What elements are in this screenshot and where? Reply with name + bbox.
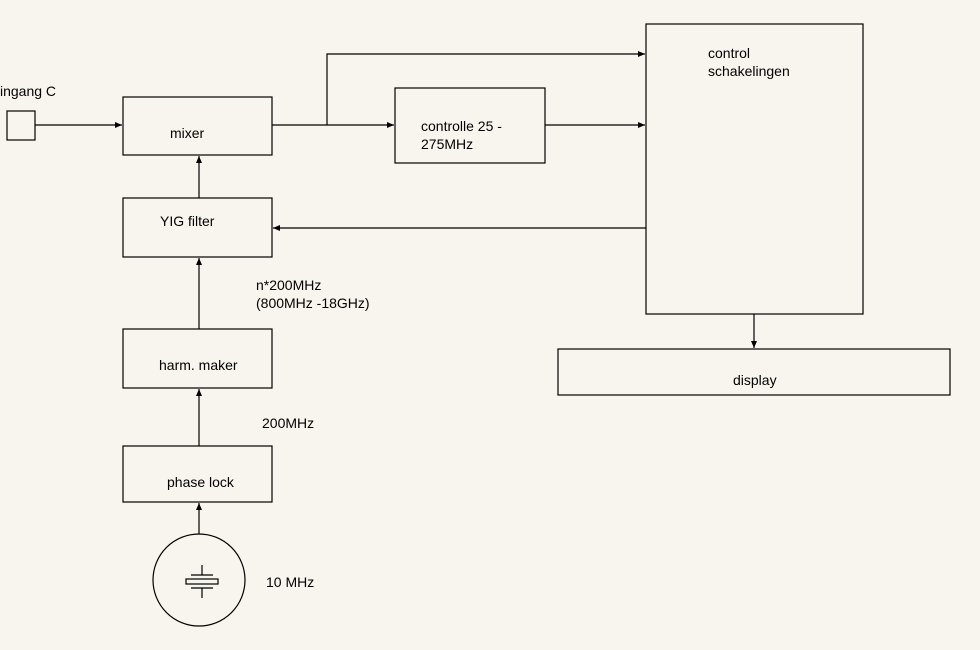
display-box xyxy=(557,348,951,396)
input-label: ingang C xyxy=(0,83,57,99)
crystal-icon xyxy=(185,565,219,598)
control-label-line2: schakelingen xyxy=(708,63,790,79)
phase-lock-label: phase lock xyxy=(167,474,234,490)
yig-filter-label: YIG filter xyxy=(160,213,215,229)
harm-maker-label: harm. maker xyxy=(159,357,238,373)
harmonic-frequency-line2: (800MHz -18GHz) xyxy=(256,295,370,311)
mixer-label: mixer xyxy=(170,125,205,141)
input-terminal xyxy=(6,110,36,141)
mixer-box xyxy=(122,96,273,156)
frequency-200mhz-label: 200MHz xyxy=(262,415,315,431)
arrow-mixer-to-control xyxy=(326,51,645,125)
control-label: control schakelingen xyxy=(708,44,790,80)
harmonic-frequency-note: n*200MHz (800MHz -18GHz) xyxy=(256,276,370,312)
display-label: display xyxy=(733,372,777,388)
controlle-label-line1: controlle 25 - xyxy=(421,118,502,134)
phase-lock-box xyxy=(122,445,273,503)
oscillator-frequency-label: 10 MHz xyxy=(266,574,315,590)
yig-filter-box xyxy=(122,197,273,258)
controlle-label-line2: 275MHz xyxy=(421,136,474,152)
harmonic-frequency-line1: n*200MHz xyxy=(256,277,322,293)
harm-maker-box xyxy=(122,328,273,389)
control-label-line1: control xyxy=(708,45,751,61)
controlle-label: controlle 25 - 275MHz xyxy=(421,117,502,153)
oscillator-circle xyxy=(152,533,246,627)
